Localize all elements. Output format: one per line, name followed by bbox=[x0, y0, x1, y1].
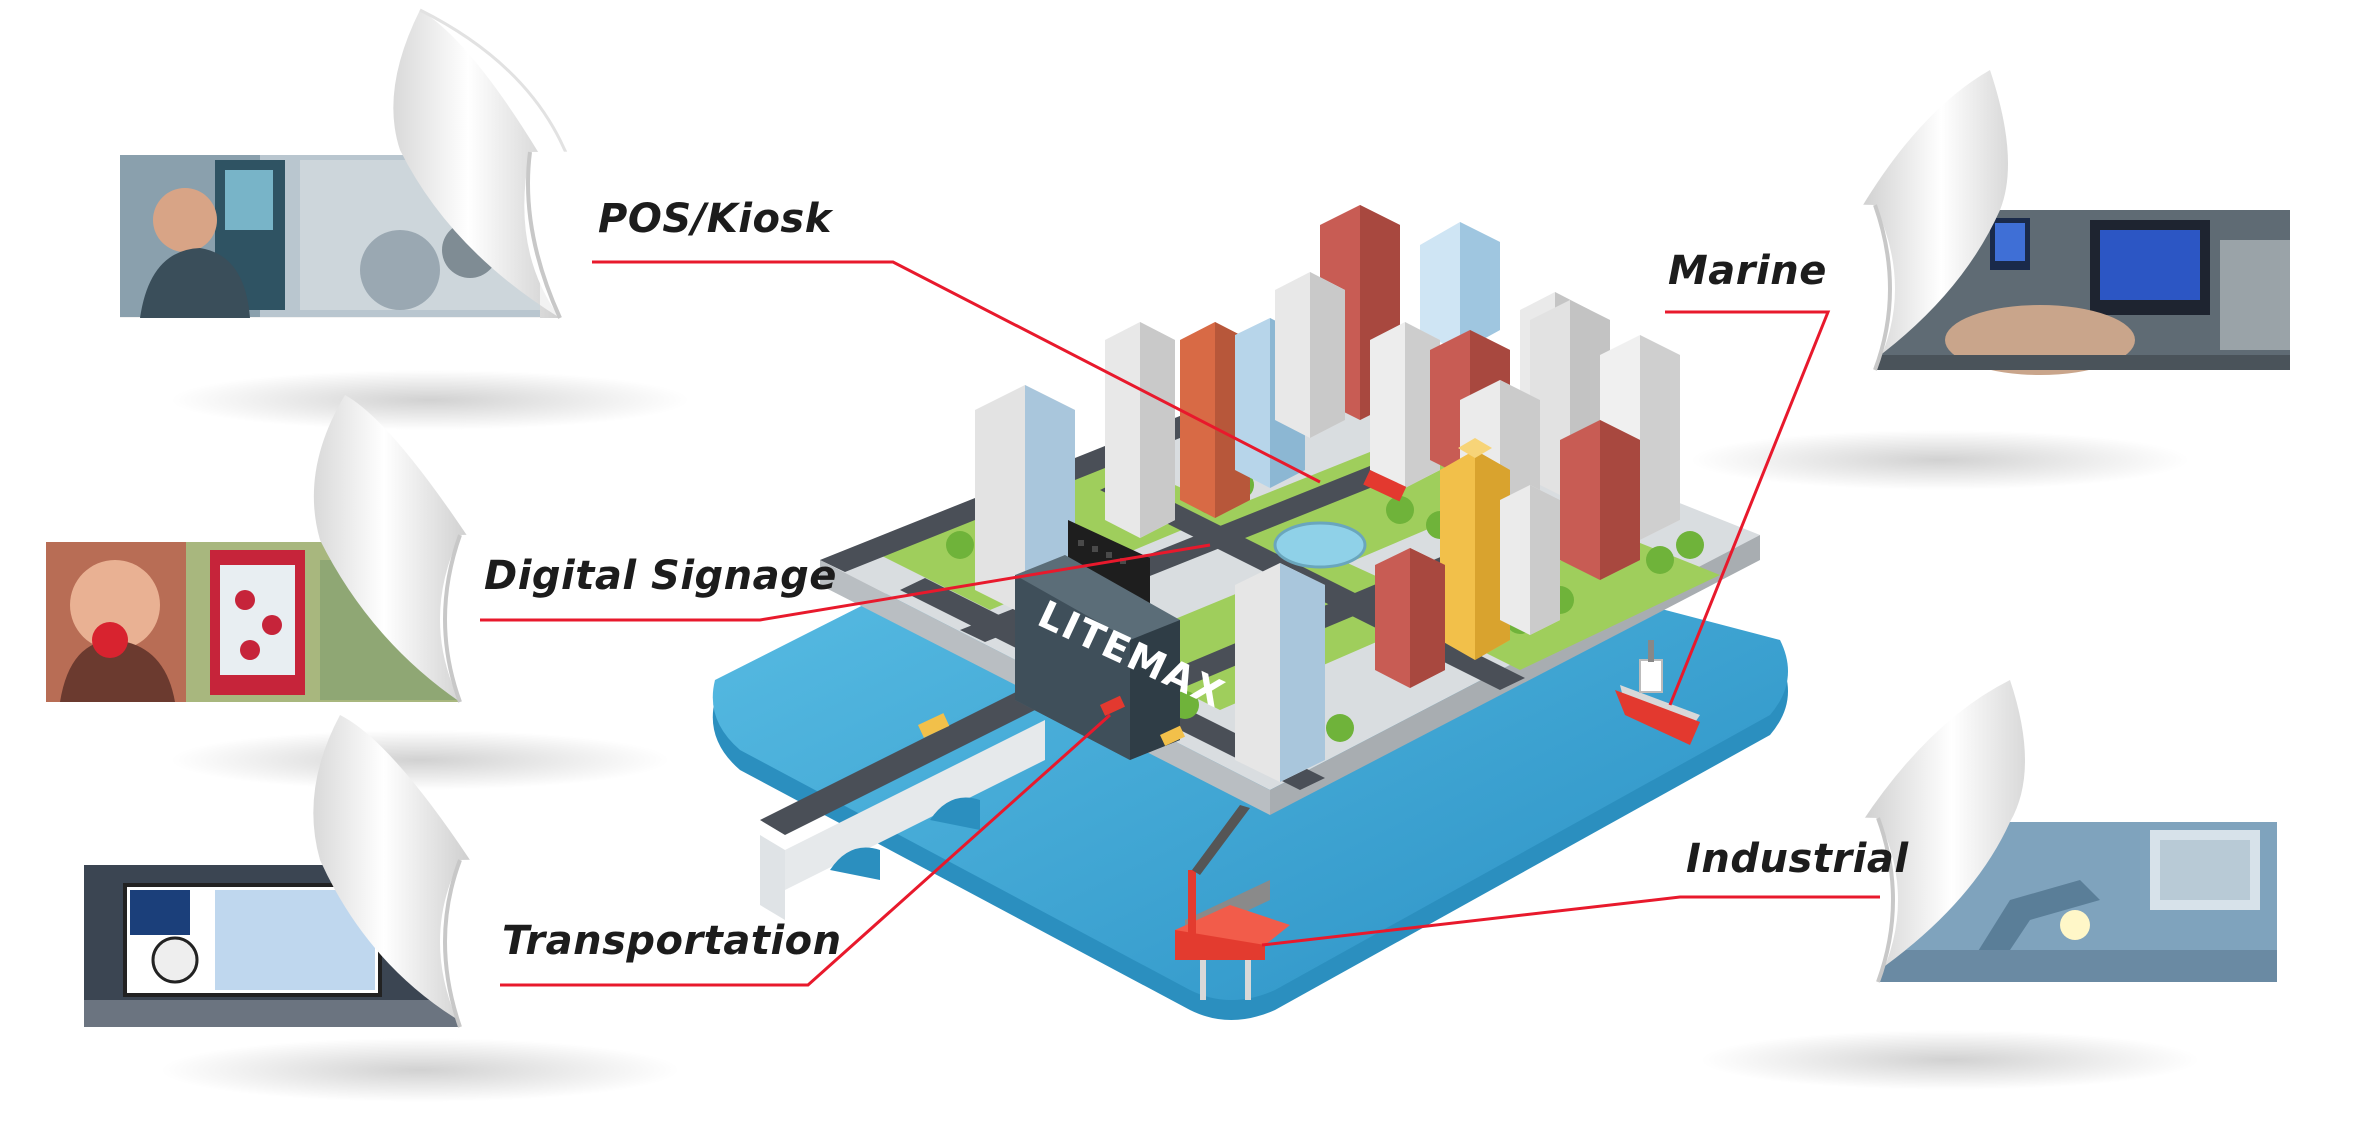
label-industrial[interactable]: Industrial bbox=[1686, 836, 1909, 882]
industrial-callout-line bbox=[1261, 895, 1880, 947]
label-transportation[interactable]: Transportation bbox=[502, 918, 842, 964]
industrial-panel bbox=[1613, 680, 2277, 1090]
marine-panel bbox=[1583, 70, 2290, 490]
pos-kiosk-callout-line bbox=[592, 260, 1321, 484]
isometric-city-illustration-icon bbox=[712, 205, 1788, 1020]
label-digital-signage[interactable]: Digital Signage bbox=[484, 553, 837, 599]
label-marine[interactable]: Marine bbox=[1668, 248, 1827, 294]
label-pos-kiosk[interactable]: POS/Kiosk bbox=[598, 196, 832, 242]
callout-lines bbox=[480, 260, 1880, 987]
marine-callout-line bbox=[1665, 310, 1831, 706]
digital-signage-panel bbox=[46, 395, 800, 790]
page-curl bbox=[393, 10, 560, 318]
oil-rig-icon bbox=[1175, 805, 1290, 1000]
digital-signage-callout-line bbox=[480, 543, 1211, 622]
transportation-callout-line bbox=[500, 713, 1111, 987]
pos-kiosk-panel bbox=[120, 8, 837, 430]
ship-icon bbox=[1615, 640, 1700, 745]
